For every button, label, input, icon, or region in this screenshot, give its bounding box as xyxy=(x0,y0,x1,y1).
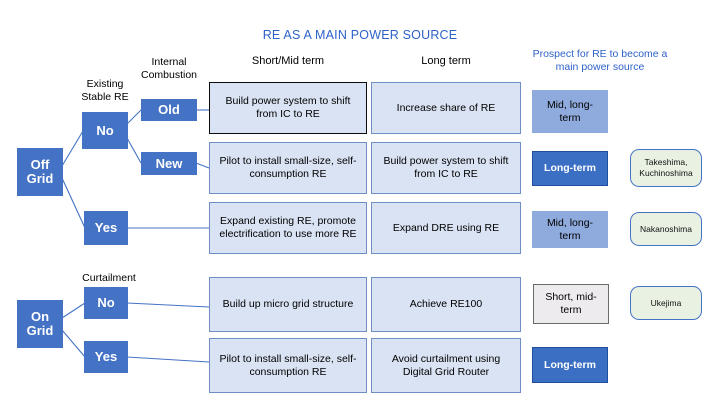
node-ic-new[interactable]: New xyxy=(141,152,197,175)
node-on-grid[interactable]: On Grid xyxy=(17,300,63,348)
measure-box-long[interactable]: Expand DRE using RE xyxy=(371,202,521,254)
link-curtno-box xyxy=(126,302,210,308)
node-existing-re-yes[interactable]: Yes xyxy=(84,211,128,245)
island-tag[interactable]: Ukejima xyxy=(630,286,702,320)
label-curtailment: Curtailment xyxy=(82,272,136,284)
measure-box-short-mid[interactable]: Pilot to install small-size, self-consum… xyxy=(209,338,367,393)
island-tag[interactable]: Takeshima, Kuchinoshima xyxy=(630,149,702,187)
prospect-box[interactable]: Short, mid-term xyxy=(533,284,609,324)
node-ic-old[interactable]: Old xyxy=(141,99,197,121)
link-ongrid-no xyxy=(61,302,86,319)
link-curtyes-box xyxy=(126,356,210,363)
measure-box-short-mid[interactable]: Build power system to shift from IC to R… xyxy=(209,82,367,134)
node-curtailment-yes[interactable]: Yes xyxy=(84,341,128,373)
measure-box-long[interactable]: Increase share of RE xyxy=(371,82,521,134)
label-internal-combustion: Internal Combustion xyxy=(140,56,198,81)
prospect-box[interactable]: Long-term xyxy=(532,151,608,186)
node-curtailment-no[interactable]: No xyxy=(84,287,128,319)
measure-box-short-mid[interactable]: Build up micro grid structure xyxy=(209,277,367,332)
column-header-prospect: Prospect for RE to become a main power s… xyxy=(532,48,668,73)
link-no-old xyxy=(126,109,142,125)
link-offgrid-yes xyxy=(61,177,86,229)
measure-box-short-mid[interactable]: Expand existing RE, promote electrificat… xyxy=(209,202,367,254)
measure-box-long[interactable]: Build power system to shift from IC to R… xyxy=(371,142,521,194)
link-offgrid-no xyxy=(61,130,84,167)
measure-box-long[interactable]: Avoid curtailment using Digital Grid Rou… xyxy=(371,338,521,393)
node-off-grid[interactable]: Off Grid xyxy=(17,148,63,196)
prospect-box[interactable]: Long-term xyxy=(532,347,608,383)
node-existing-re-no[interactable]: No xyxy=(82,112,128,149)
link-new-box xyxy=(195,162,210,169)
link-ongrid-yes xyxy=(61,329,86,358)
prospect-box[interactable]: Mid, long-term xyxy=(532,90,608,133)
label-existing-stable-re: Existing Stable RE xyxy=(81,78,129,103)
column-header-short-mid: Short/Mid term xyxy=(251,55,325,67)
link-no-new xyxy=(126,137,142,164)
page-title: RE AS A MAIN POWER SOURCE xyxy=(262,28,458,42)
measure-box-short-mid[interactable]: Pilot to install small-size, self-consum… xyxy=(209,142,367,194)
prospect-box[interactable]: Mid, long-term xyxy=(532,211,608,248)
column-header-long: Long term xyxy=(421,55,471,67)
measure-box-long[interactable]: Achieve RE100 xyxy=(371,277,521,332)
island-tag[interactable]: Nakanoshima xyxy=(630,212,702,246)
